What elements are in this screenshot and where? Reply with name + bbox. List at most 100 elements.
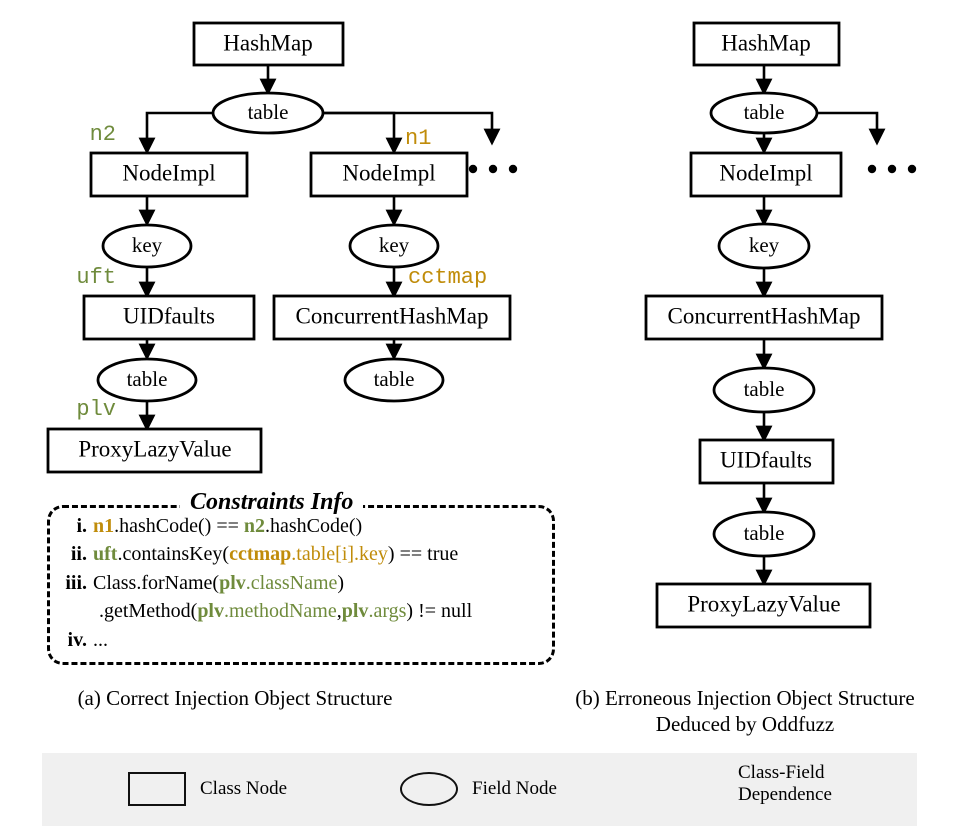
constraint-seg: .hashCode()	[265, 515, 363, 537]
constraint-text: .getMethod(plv.methodName,plv.args) != n…	[99, 597, 547, 625]
constraint-seg: .hashCode()	[114, 515, 217, 537]
node-label: table	[127, 367, 168, 391]
constraint-text: ...	[93, 628, 108, 651]
constraint-text: Class.forName(plv.className)	[93, 569, 547, 597]
constraint-item: iii. Class.forName(plv.className)	[47, 569, 547, 597]
field-node-ellipse	[717, 222, 811, 270]
class-node-box	[692, 21, 841, 67]
node-label: ConcurrentHashMap	[668, 303, 861, 328]
node-label: NodeImpl	[122, 160, 215, 185]
node-label: NodeImpl	[342, 160, 435, 185]
field-node-icon	[400, 772, 458, 806]
constraint-text: n1.hashCode() == n2.hashCode()	[93, 512, 547, 540]
class-node-box	[689, 151, 843, 198]
node-label: table	[744, 377, 785, 401]
class-node-box	[82, 294, 256, 341]
identifier-cctmap: cctmap	[229, 543, 292, 566]
ellipsis-dot	[508, 164, 518, 174]
class-node-box	[89, 151, 249, 198]
legend-item-class-node: Class Node	[128, 772, 287, 806]
class-node-box	[46, 427, 263, 474]
diagram-a: HashMap table NodeImpl key UIDfaults tab…	[46, 21, 518, 474]
class-node-box	[644, 294, 884, 341]
node-label: ProxyLazyValue	[687, 591, 840, 616]
caption-diagram-a: (a) Correct Injection Object Structure	[77, 686, 393, 710]
edge-label-cctmap: cctmap	[408, 265, 487, 290]
edge-table-ellipsis	[817, 111, 886, 146]
class-node-box	[272, 294, 512, 341]
legend-label: Field Node	[472, 777, 557, 799]
constraint-seg: .table[i].key	[291, 543, 388, 566]
field-node-ellipse	[343, 357, 445, 403]
identifier-n2: n2	[243, 515, 266, 537]
constraint-number: iii.	[65, 571, 87, 594]
class-node-box	[698, 438, 835, 485]
ellipsis-dot	[907, 164, 917, 174]
constraint-seg: .args	[368, 600, 407, 623]
ellipsis-dots-a	[468, 164, 518, 174]
constraint-seg: )	[337, 571, 345, 594]
class-node-box	[655, 582, 872, 629]
constraint-item: ii. uft.containsKey(cctmap.table[i].key)…	[47, 540, 547, 568]
node-label: HashMap	[721, 30, 810, 55]
identifier-uft: uft	[93, 543, 118, 566]
ellipsis-dot	[867, 164, 877, 174]
legend-label: Class-Field Dependence	[738, 762, 832, 806]
legend-item-field-node: Field Node	[400, 772, 557, 806]
edge-label-n2: n2	[90, 122, 116, 147]
node-label: ConcurrentHashMap	[296, 303, 489, 328]
legend-item-dependence: Class-Field Dependence	[738, 762, 832, 807]
node-label: key	[379, 233, 410, 257]
diagram-a-class-nodes	[46, 21, 512, 474]
field-node-ellipse	[348, 223, 440, 269]
diagram-b-class-nodes	[644, 21, 884, 629]
edge-label-n1: n1	[405, 126, 431, 151]
node-label: table	[374, 367, 415, 391]
constraint-item-continuation: .getMethod(plv.methodName,plv.args) != n…	[47, 597, 547, 625]
node-label: HashMap	[223, 30, 312, 55]
edge-label-uft: uft	[76, 265, 116, 290]
identifier-plv: plv	[341, 600, 369, 623]
diagram-a-field-nodes	[96, 91, 445, 403]
field-node-ellipse	[709, 91, 819, 135]
constraints-list: i. n1.hashCode() == n2.hashCode() ii. uf…	[47, 512, 555, 654]
class-node-box	[309, 151, 469, 198]
node-label: table	[744, 100, 785, 124]
constraint-seg: ) != null	[406, 600, 473, 623]
diagram-b: HashMap table NodeImpl key ConcurrentHas…	[644, 21, 917, 629]
field-node-ellipse	[211, 91, 325, 135]
constraint-number: iv.	[67, 628, 87, 651]
constraint-seg: .methodName	[224, 600, 337, 623]
identifier-plv: plv	[219, 571, 246, 594]
constraint-seg: .containsKey(	[117, 543, 230, 566]
field-node-ellipse	[712, 510, 816, 558]
legend-bar: Class Node Field Node Class-Field Depend…	[42, 753, 917, 826]
constraint-item: i. n1.hashCode() == n2.hashCode()	[47, 512, 547, 540]
class-node-box	[192, 21, 345, 67]
field-node-ellipse	[96, 357, 198, 403]
constraint-seg: ==	[216, 515, 244, 537]
ellipsis-dot	[468, 164, 478, 174]
constraint-seg: ) == true	[387, 543, 459, 566]
constraint-number: ii.	[70, 543, 87, 566]
ellipsis-dot	[887, 164, 897, 174]
node-label: key	[132, 233, 163, 257]
constraint-seg: Class.forName(	[93, 571, 220, 594]
node-label: UIDfaults	[123, 303, 215, 328]
constraint-seg: ,	[336, 600, 342, 623]
constraint-item: iv. ...	[47, 626, 547, 654]
ellipsis-dots-b	[867, 164, 917, 174]
legend-label: Class Node	[200, 777, 288, 799]
diagram-b-edges	[755, 65, 886, 587]
class-node-icon	[128, 772, 186, 806]
node-label: ProxyLazyValue	[78, 436, 231, 461]
identifier-n1: n1	[93, 515, 115, 537]
constraint-number: i.	[76, 515, 87, 537]
edge-table-nodeimpl-left	[138, 111, 213, 155]
constraint-seg: .className	[245, 571, 338, 594]
constraint-seg: .getMethod(	[99, 600, 198, 623]
caption-diagram-b: (b) Erroneous Injection Object Structure…	[575, 686, 915, 736]
node-label: key	[749, 233, 780, 257]
